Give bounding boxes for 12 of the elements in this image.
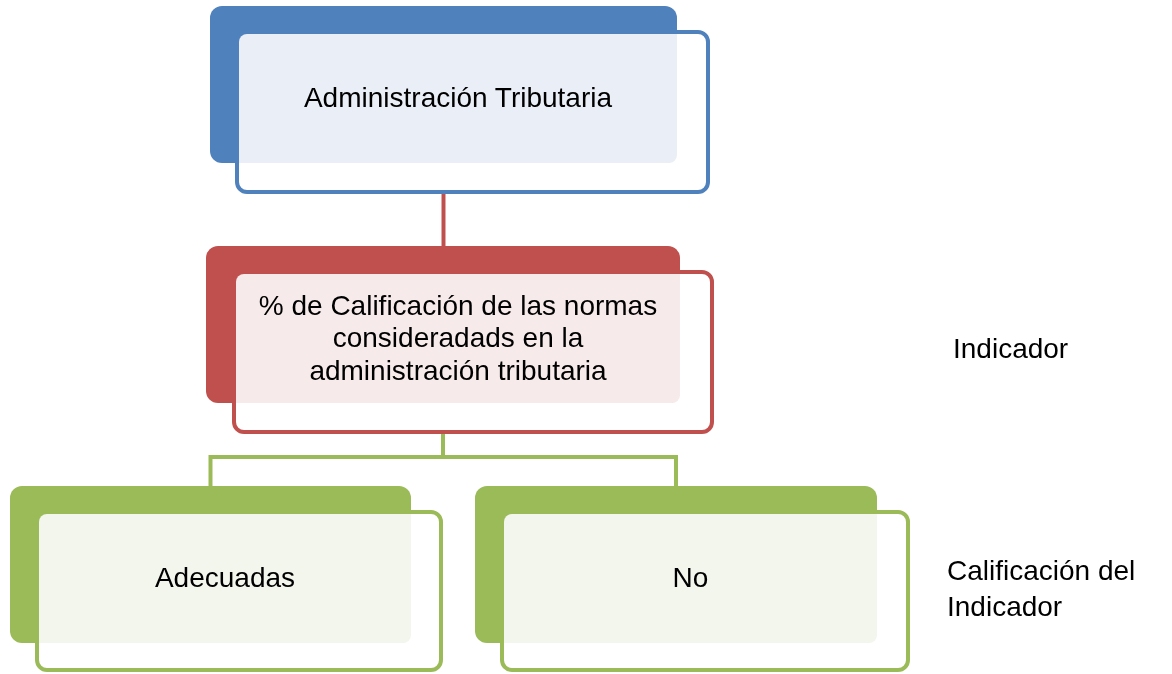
level-label: Indicador bbox=[953, 332, 1070, 366]
level-label: Calificación del Indicador bbox=[947, 554, 1137, 625]
box-text: Adecuadas bbox=[153, 562, 297, 595]
hierarchy-box bbox=[206, 246, 714, 434]
connector-line bbox=[441, 434, 678, 486]
hierarchy-box bbox=[210, 6, 710, 194]
box-text: No bbox=[671, 562, 710, 595]
hierarchy-box bbox=[475, 486, 910, 672]
connector-line bbox=[441, 194, 446, 246]
box-text: % de Calificación de las normas consideradads en la administración tributaria bbox=[257, 290, 659, 387]
hierarchy-box bbox=[10, 486, 443, 672]
box-text: Administración Tributaria bbox=[302, 82, 614, 115]
